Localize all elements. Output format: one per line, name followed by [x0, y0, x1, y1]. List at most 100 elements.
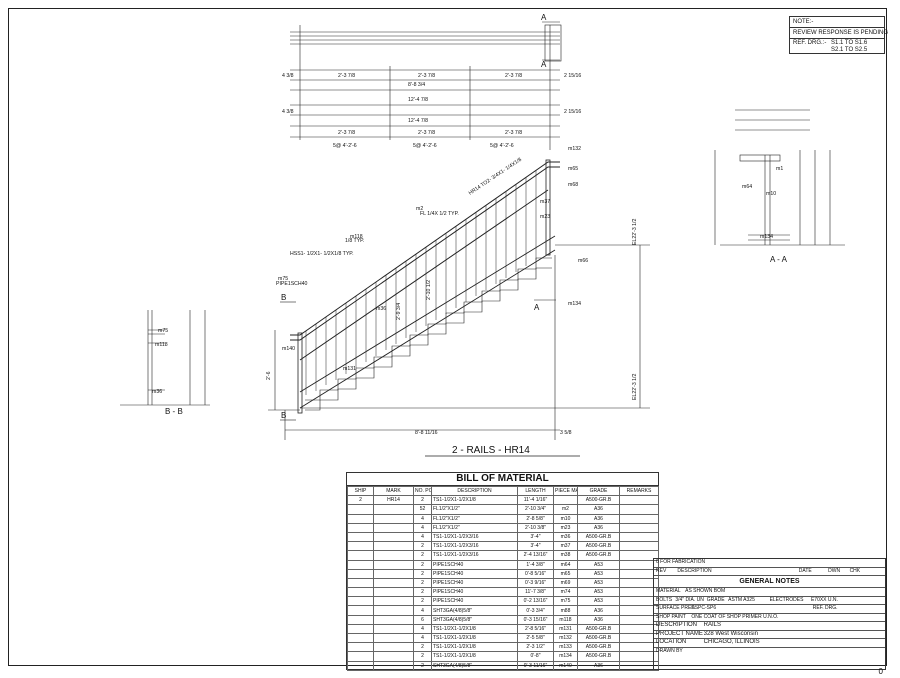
table-cell: PIPE1SCH40 — [431, 587, 518, 598]
table-cell: A500-GR.B — [577, 642, 620, 653]
bom-col-header: SHIP — [347, 485, 374, 497]
ref-drg-label: REF. DRG.:- — [793, 40, 827, 46]
electrodes-label: ELECTRODES — [769, 596, 804, 603]
table-cell: A500-GR.B — [577, 632, 620, 644]
post-spacing-2: 5@ 4'-2'-6 — [413, 143, 437, 149]
description-row: DESCRIPTION RAILS — [654, 622, 885, 631]
table-cell — [373, 596, 414, 607]
table-cell: PIPE1SCH40 — [431, 577, 518, 589]
pickets — [305, 170, 537, 395]
table-cell — [373, 550, 414, 561]
mark-m2: m2 — [416, 206, 423, 212]
pipe-callout: PIPE1SCH40 — [276, 281, 308, 287]
table-cell: m10 — [553, 513, 578, 524]
dim-bottom-overall: 8'-8 11/16 — [415, 430, 438, 436]
surface-value: SSPC-SP6 — [691, 605, 717, 611]
table-cell: 4 — [413, 522, 432, 533]
rev-row: 0 FOR FABRICATION — [654, 559, 885, 568]
table-cell: 2 — [413, 495, 432, 506]
description-value: RAILS — [703, 622, 722, 628]
table-cell: 2 — [413, 559, 432, 570]
note-text: REVIEW RESPONSE IS PENDING — [790, 28, 888, 39]
table-cell — [619, 614, 659, 625]
mark-m37: m37 — [540, 199, 550, 205]
mark-m131: m131 — [343, 366, 356, 372]
ref-drg-line2: S2.1 TO S2.5 — [831, 47, 868, 53]
table-cell — [347, 642, 374, 653]
table-cell: m132 — [553, 632, 578, 644]
table-cell: 4 — [413, 632, 432, 644]
table-cell: A53 — [577, 568, 620, 579]
table-cell: FL1/2"X1/2" — [431, 504, 518, 515]
table-cell — [619, 559, 659, 570]
table-cell: A36 — [577, 605, 620, 616]
shop-paint-row: SHOP PAINT ONE COAT OF SHOP PRIMER U.N.O… — [654, 614, 885, 622]
table-cell: 0'-8" — [517, 651, 554, 662]
table-cell: 2 — [413, 596, 432, 607]
table-cell — [373, 605, 414, 616]
table-cell: m23 — [553, 522, 578, 533]
table-cell: 0'-3 3/4" — [517, 605, 554, 616]
section-b-top: B — [281, 293, 286, 302]
plate-callout: FL 1/4X 1/2 TYP. — [420, 211, 459, 217]
table-cell: 2 — [413, 651, 432, 662]
rev-col-desc: DESCRIPTION — [677, 567, 712, 574]
project-row: PROJECT NAME 328 West Wisconsin — [654, 631, 885, 639]
table-cell: A36 — [577, 660, 620, 671]
table-cell: 0'-3 11/16" — [517, 660, 554, 671]
general-notes-block: 0 FOR FABRICATION REV DESCRIPTION DATE D… — [653, 558, 886, 675]
post-spacing-1: 5@ 4'-2'-6 — [333, 143, 357, 149]
table-cell — [373, 587, 414, 598]
mark-m118: m118 — [350, 234, 363, 240]
table-cell — [619, 651, 659, 662]
table-cell: m74 — [553, 587, 578, 598]
dim-left-end-2: 4 3/8 — [282, 109, 294, 115]
table-cell — [347, 614, 374, 625]
table-cell: 2'-10 3/8" — [517, 522, 554, 533]
table-cell — [619, 513, 659, 524]
table-cell — [347, 513, 374, 524]
table-cell: 2'-10 3/4" — [517, 504, 554, 515]
table-cell: PIPE1SCH40 — [431, 596, 518, 607]
table-cell: 0'-2 13/16" — [517, 596, 554, 607]
table-cell: 2 — [413, 568, 432, 579]
material-label: MATERIAL — [656, 588, 681, 594]
section-aa-label: A - A — [770, 255, 788, 264]
table-cell — [619, 541, 659, 552]
post-spacing-3: 5@ 4'-2'-6 — [490, 143, 514, 149]
table-cell — [347, 660, 374, 671]
table-cell: A500-GR.B — [577, 541, 620, 552]
table-cell — [347, 550, 374, 561]
table-cell — [619, 495, 659, 506]
table-cell — [347, 577, 374, 589]
mark-m23: m23 — [540, 214, 550, 220]
table-cell: 0'-3 15/16" — [517, 614, 554, 625]
drawn-label: DRAWN BY — [656, 647, 683, 654]
table-cell: HR14 — [373, 495, 414, 506]
section-a-top: A — [541, 13, 547, 22]
sheet-number: 0 — [878, 666, 883, 676]
table-cell: m64 — [553, 559, 578, 570]
table-cell: m36 — [553, 531, 578, 543]
table-cell — [347, 651, 374, 662]
table-cell: 2 — [413, 642, 432, 653]
table-cell — [373, 541, 414, 552]
table-cell: 6 — [413, 614, 432, 625]
table-cell — [373, 531, 414, 543]
table-cell: 11'-4 1/16" — [517, 495, 554, 506]
grade-label: GRADE — [706, 596, 725, 603]
table-cell — [619, 550, 659, 561]
table-cell: TS1-1/2X1-1/2X1/8 — [431, 632, 518, 644]
table-cell: 2'-8 5/8" — [517, 513, 554, 524]
elev-bottom: EL22'-3 1/2 — [632, 374, 638, 400]
rev-col-dwn: DWN — [828, 567, 841, 574]
table-cell — [373, 642, 414, 653]
table-cell: m140 — [553, 660, 578, 671]
mark-m75: m75 — [278, 276, 288, 282]
dim-right-end: 2 15/16 — [564, 73, 581, 79]
table-cell: m65 — [553, 568, 578, 579]
